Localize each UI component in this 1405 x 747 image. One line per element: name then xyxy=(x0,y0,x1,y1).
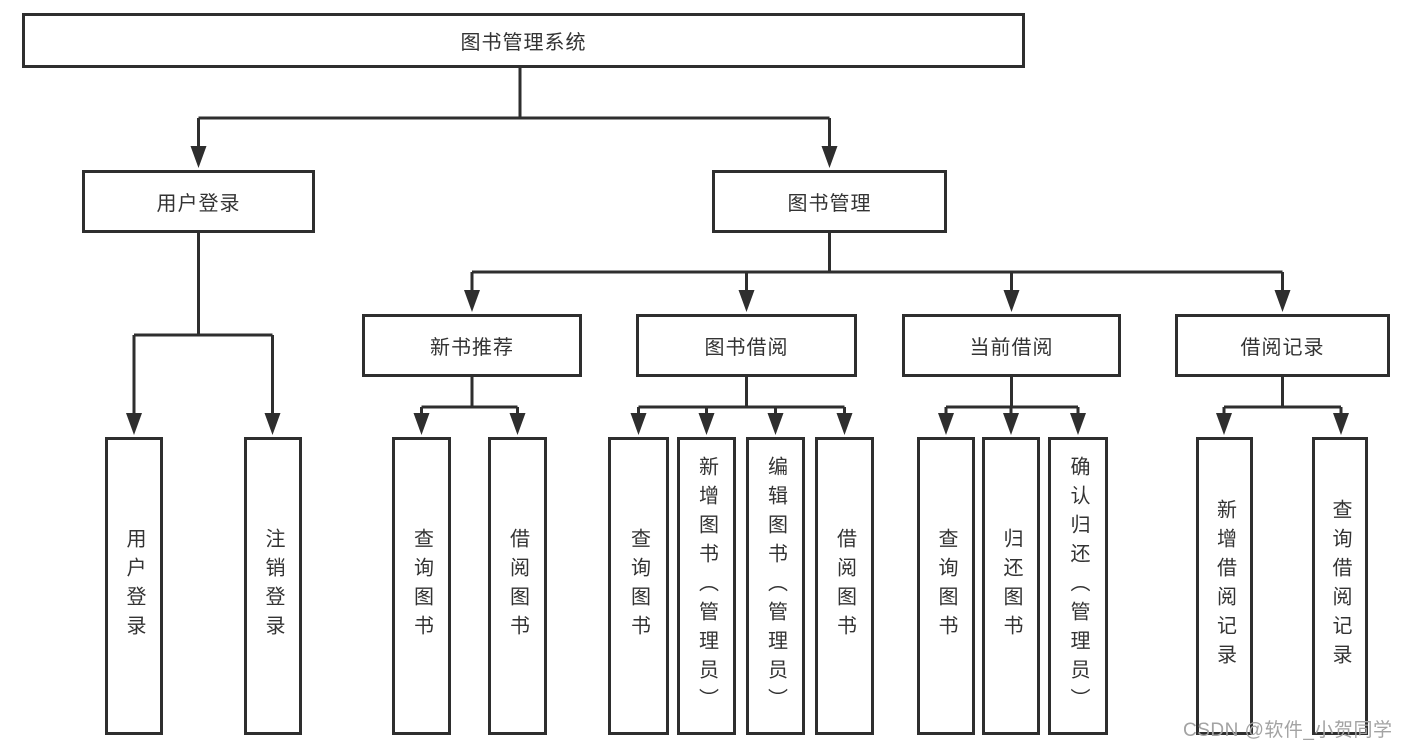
csdn-watermark: CSDN @软件_小贺同学 xyxy=(1183,720,1393,741)
arrowhead xyxy=(1216,413,1232,435)
node-label: 新增借阅记录 xyxy=(1213,499,1236,673)
leaf-add-borrow-record: 新增借阅记录 xyxy=(1196,437,1253,735)
leaf-confirm-return: 确认归还（管理员） xyxy=(1048,437,1108,735)
arrowhead xyxy=(698,413,715,435)
leaf-query-book-3: 查询图书 xyxy=(917,437,975,735)
node-label: 借阅记录 xyxy=(1240,337,1325,359)
node-label: 查询图书 xyxy=(410,528,433,644)
arrowheads xyxy=(126,146,1349,435)
node-label: 查询图书 xyxy=(935,528,957,644)
node-book-borrow: 图书借阅 xyxy=(636,314,857,377)
leaf-borrow-book-2: 借阅图书 xyxy=(815,437,874,735)
arrowhead xyxy=(464,290,480,312)
node-borrow-record: 借阅记录 xyxy=(1175,314,1390,377)
arrowhead xyxy=(413,413,430,435)
arrowhead xyxy=(190,146,207,168)
node-system-root: 图书管理系统 xyxy=(22,13,1025,68)
connector-userlogin-to-leaves xyxy=(132,233,274,418)
connector-bookborrow-to-leaves xyxy=(637,377,846,418)
connector-currentborrow-to-leaves xyxy=(944,377,1080,418)
connector-bookmgmt-to-level3 xyxy=(470,233,1284,295)
arrowhead xyxy=(1003,290,1020,312)
arrowhead xyxy=(1333,413,1349,435)
leaf-query-book-2: 查询图书 xyxy=(608,437,669,735)
connector-borrowrecord-to-leaves xyxy=(1222,377,1343,418)
node-label: 查询借阅记录 xyxy=(1329,499,1351,673)
connector-newbook-to-leaves xyxy=(420,377,519,418)
arrowhead xyxy=(264,413,281,435)
leaf-query-borrow-record: 查询借阅记录 xyxy=(1312,437,1368,735)
node-label: 编辑图书（管理员） xyxy=(764,455,787,717)
arrowhead xyxy=(1070,413,1086,435)
node-label: 新增图书（管理员） xyxy=(695,455,718,717)
node-label: 图书管理系统 xyxy=(460,32,587,54)
leaf-query-book-1: 查询图书 xyxy=(392,437,451,735)
node-current-borrow: 当前借阅 xyxy=(902,314,1121,377)
node-label: 查询图书 xyxy=(627,528,650,644)
node-label: 注销登录 xyxy=(262,528,284,644)
leaf-edit-book: 编辑图书（管理员） xyxy=(746,437,805,735)
node-label: 借阅图书 xyxy=(506,528,529,644)
arrowhead xyxy=(126,413,142,435)
arrowhead xyxy=(767,413,784,435)
leaf-user-login: 用户登录 xyxy=(105,437,163,735)
node-label: 图书管理 xyxy=(787,193,872,215)
node-user-login: 用户登录 xyxy=(82,170,315,233)
node-label: 新书推荐 xyxy=(430,337,514,359)
arrowhead xyxy=(1003,413,1019,435)
node-label: 图书借阅 xyxy=(704,337,789,359)
arrowhead xyxy=(821,146,838,168)
node-label: 确认归还（管理员） xyxy=(1067,455,1089,717)
connector-root-to-level2 xyxy=(197,68,831,150)
node-label: 归还图书 xyxy=(1000,528,1022,644)
node-label: 用户登录 xyxy=(123,528,145,644)
arrowhead xyxy=(738,290,755,312)
leaf-return-book: 归还图书 xyxy=(982,437,1040,735)
leaf-add-book: 新增图书（管理员） xyxy=(677,437,736,735)
arrowhead xyxy=(1274,290,1291,312)
arrowhead xyxy=(938,413,954,435)
node-book-management: 图书管理 xyxy=(712,170,947,233)
node-label: 借阅图书 xyxy=(833,528,856,644)
node-label: 当前借阅 xyxy=(969,337,1054,359)
arrowhead xyxy=(630,413,647,435)
node-new-book-recommend: 新书推荐 xyxy=(362,314,582,377)
node-label: 用户登录 xyxy=(156,193,241,215)
arrowhead xyxy=(836,413,853,435)
leaf-logout: 注销登录 xyxy=(244,437,302,735)
arrowhead xyxy=(509,413,526,435)
leaf-borrow-book-1: 借阅图书 xyxy=(488,437,547,735)
